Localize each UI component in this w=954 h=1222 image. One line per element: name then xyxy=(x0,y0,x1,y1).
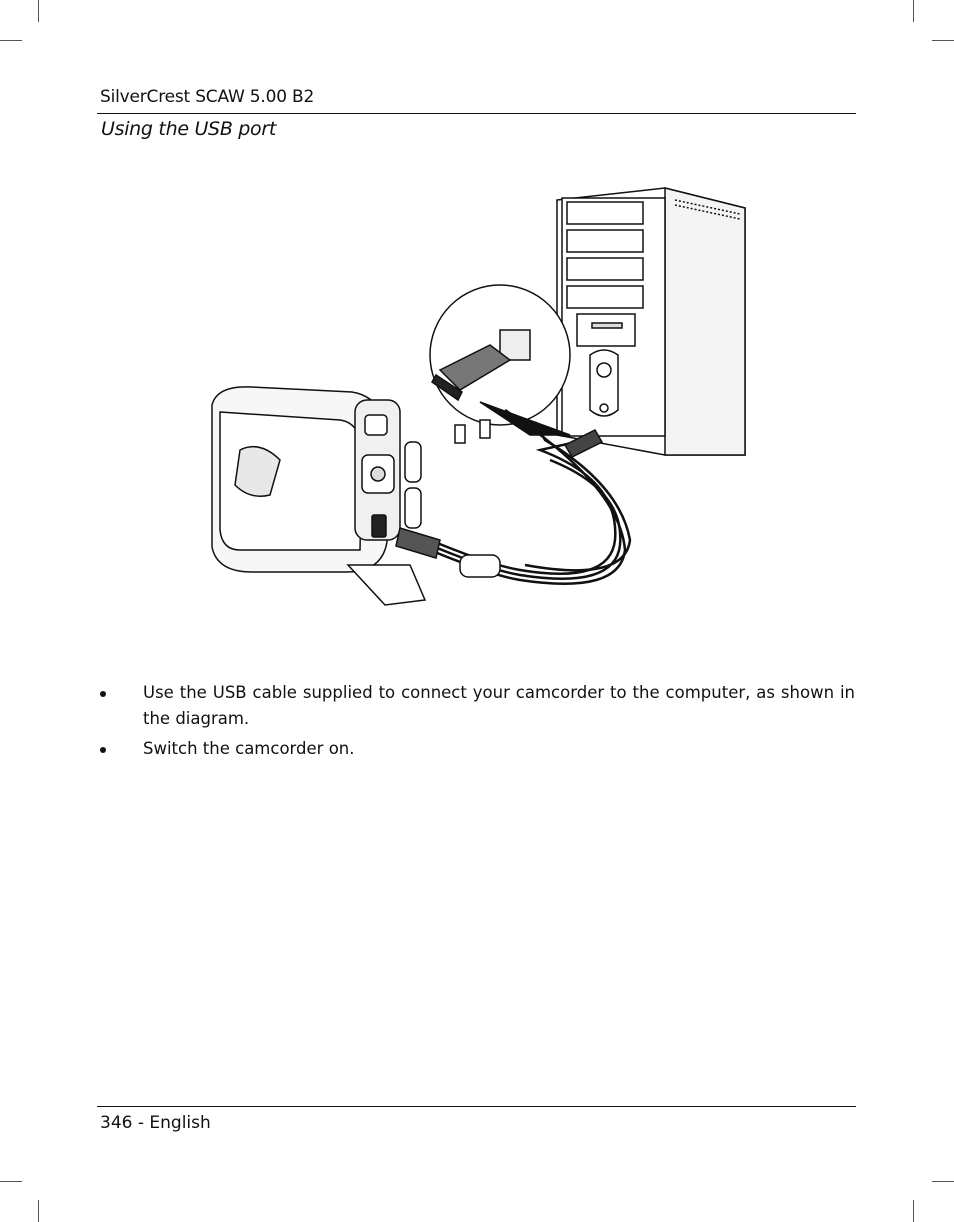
bullet-icon xyxy=(100,691,106,697)
list-item: Use the USB cable supplied to connect yo… xyxy=(97,680,855,732)
usb-connection-illustration xyxy=(211,187,746,606)
crop-mark xyxy=(913,1200,914,1222)
crop-mark xyxy=(932,40,954,41)
instruction-text: Switch the camcorder on. xyxy=(143,739,355,758)
instruction-list: Use the USB cable supplied to connect yo… xyxy=(97,680,855,766)
crop-mark xyxy=(38,1200,39,1222)
crop-mark xyxy=(932,1181,954,1182)
instruction-text: Use the USB cable supplied to connect yo… xyxy=(143,683,855,728)
crop-mark xyxy=(0,40,22,41)
pc-usb-port-inset xyxy=(429,284,571,436)
list-item: Switch the camcorder on. xyxy=(97,736,855,762)
crop-mark xyxy=(38,0,39,22)
camcorder xyxy=(211,386,427,606)
page-number: 346 - English xyxy=(100,1113,211,1133)
computer-tower xyxy=(556,187,746,456)
section-title: Using the USB port xyxy=(101,118,277,140)
cable-connectors xyxy=(395,419,604,578)
header-divider xyxy=(97,113,856,114)
product-name: SilverCrest SCAW 5.00 B2 xyxy=(100,87,315,107)
crop-mark xyxy=(913,0,914,22)
crop-mark xyxy=(0,1181,22,1182)
bullet-icon xyxy=(100,747,106,753)
footer-divider xyxy=(97,1106,856,1107)
